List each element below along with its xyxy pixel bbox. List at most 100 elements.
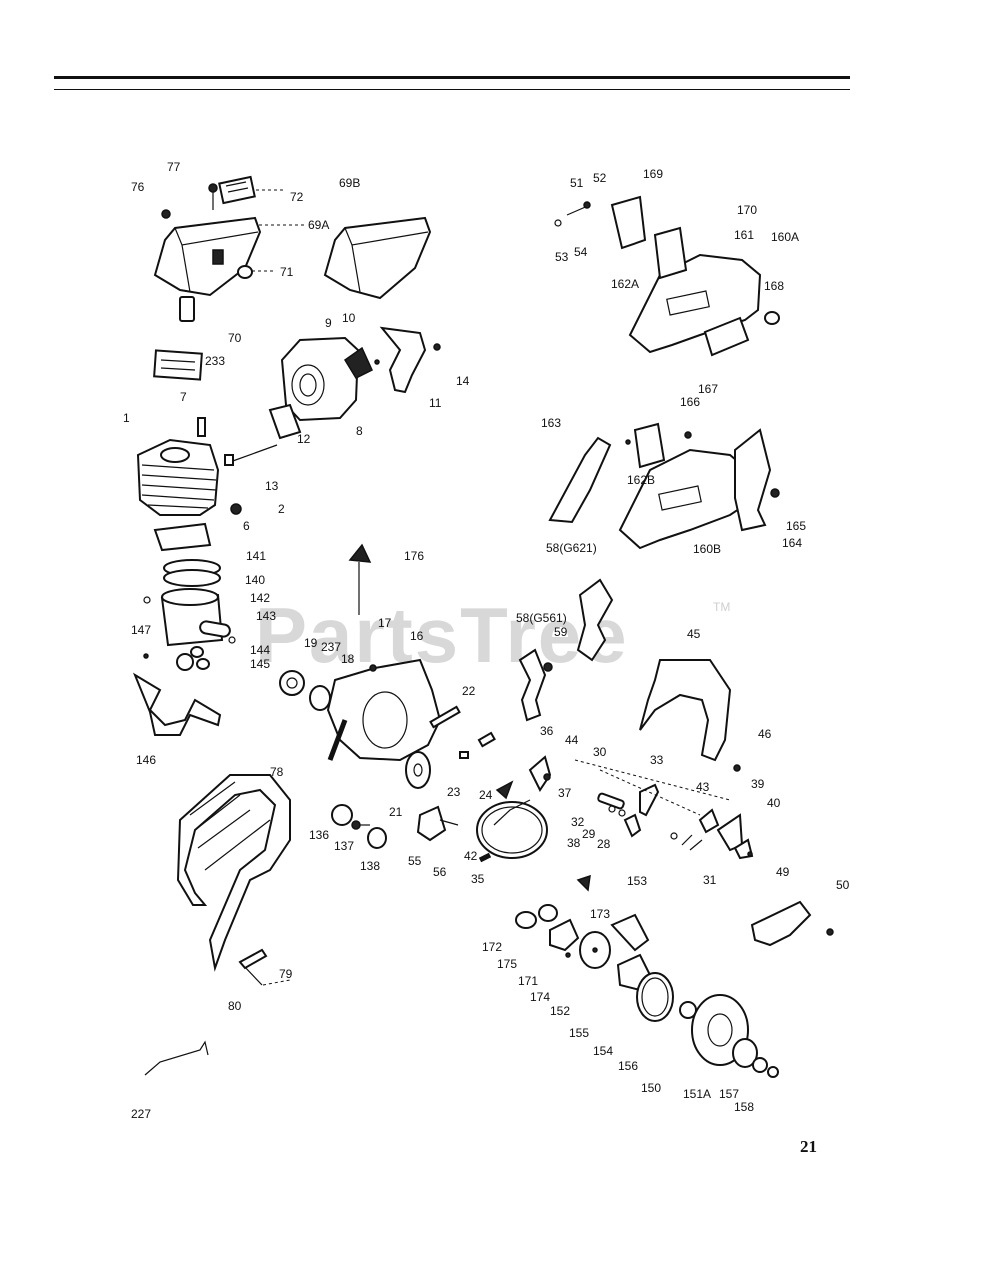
callout-label: 233 [205, 354, 226, 368]
callout-label: 160A [771, 230, 800, 244]
callout-label: 154 [593, 1044, 614, 1058]
callout-label: 6 [243, 519, 250, 533]
callout-label: 166 [680, 395, 701, 409]
callout-label: 40 [767, 796, 781, 810]
callout-label: 33 [650, 753, 664, 767]
part-rear-handle-45 [639, 659, 732, 762]
callout-label: 171 [518, 974, 539, 988]
callout-label: 58(G561) [516, 611, 567, 625]
callout-label: 14 [456, 374, 470, 388]
callout-label: 70 [228, 331, 242, 345]
part-air-filter-cover-69a [153, 216, 262, 297]
callout-label: 43 [696, 780, 710, 794]
callout-label: 37 [558, 786, 572, 800]
header-rule-thin [54, 89, 850, 90]
callout-label: 76 [131, 180, 145, 194]
callout-label: 52 [593, 171, 607, 185]
callout-label: 168 [764, 279, 785, 293]
page-number: 21 [800, 1137, 817, 1156]
part-air-filter-cover-69b [323, 216, 432, 300]
callout-label: 45 [687, 627, 701, 641]
callout-label: 77 [167, 160, 181, 174]
callout-label: 153 [627, 874, 648, 888]
callout-label: 227 [131, 1107, 152, 1121]
callout-label: 38 [567, 836, 581, 850]
callout-label: 165 [786, 519, 807, 533]
callout-label: 2 [278, 502, 285, 516]
callout-label: 173 [590, 907, 611, 921]
callout-label: 28 [597, 837, 611, 851]
callout-label: 237 [321, 640, 342, 654]
callout-label: 145 [250, 657, 271, 671]
callout-label: 1 [123, 411, 130, 425]
callout-label: 147 [131, 623, 152, 637]
callout-label: 157 [719, 1087, 740, 1101]
callout-label: 144 [250, 643, 271, 657]
callout-label: 12 [297, 432, 311, 446]
callout-label: 17 [378, 616, 392, 630]
callout-label: 80 [228, 999, 242, 1013]
callout-label: 39 [751, 777, 765, 791]
callout-label: 24 [479, 788, 493, 802]
callout-label: 31 [703, 873, 717, 887]
callout-label: 30 [593, 745, 607, 759]
callout-label: 72 [290, 190, 304, 204]
callout-label: 174 [530, 990, 551, 1004]
callout-label: 162B [627, 473, 656, 487]
header-rule-thick [54, 76, 850, 79]
callout-label: 32 [571, 815, 585, 829]
callout-label: 29 [582, 827, 596, 841]
callout-label: 150 [641, 1081, 662, 1095]
callout-label: 146 [136, 753, 157, 767]
watermark: PartsTree [255, 591, 629, 679]
callout-label: 140 [245, 573, 266, 587]
callout-label: 51 [570, 176, 584, 190]
callout-label: 155 [569, 1026, 590, 1040]
callout-label: 162A [611, 277, 640, 291]
callout-label: 164 [782, 536, 803, 550]
callout-label: 49 [776, 865, 790, 879]
callout-label: 69A [308, 218, 330, 232]
callout-label: 53 [555, 250, 569, 264]
callout-label: 161 [734, 228, 755, 242]
part-front-handle-78 [176, 774, 291, 972]
part-crankcase-16 [326, 658, 442, 762]
callout-label: 18 [341, 652, 355, 666]
callout-label: 56 [433, 865, 447, 879]
watermark-trademark: TM [713, 600, 731, 614]
callout-label: 163 [541, 416, 562, 430]
callout-label: 42 [464, 849, 478, 863]
callout-label: 69B [339, 176, 361, 190]
callout-label: 143 [256, 609, 277, 623]
callout-label: 21 [389, 805, 403, 819]
callout-label: 158 [734, 1100, 755, 1114]
callout-label: 141 [246, 549, 267, 563]
callout-label: 151A [683, 1087, 712, 1101]
callout-label: 142 [250, 591, 271, 605]
callout-label: 54 [574, 245, 588, 259]
part-muffler-8 [280, 336, 360, 422]
callout-label: 19 [304, 636, 318, 650]
callout-label: 23 [447, 785, 461, 799]
callout-label: 55 [408, 854, 422, 868]
callout-label: 138 [360, 859, 381, 873]
callout-label: 175 [497, 957, 518, 971]
callout-label: 35 [471, 872, 485, 886]
callout-label: 9 [325, 316, 332, 330]
callout-label: 160B [693, 542, 722, 556]
callout-label: 59 [554, 625, 568, 639]
callout-label: 46 [758, 727, 772, 741]
part-piston-140 [160, 588, 224, 647]
callout-label: 11 [429, 396, 442, 410]
callout-label: 79 [279, 967, 293, 981]
callout-label: 170 [737, 203, 758, 217]
callout-label: 172 [482, 940, 503, 954]
callout-label: 16 [410, 629, 424, 643]
callout-label: 137 [334, 839, 355, 853]
part-cylinder-1 [136, 438, 220, 516]
part-crankshaft-146 [132, 653, 222, 736]
callout-label: 44 [565, 733, 579, 747]
callout-label: 167 [698, 382, 719, 396]
callout-label: 7 [180, 390, 187, 404]
